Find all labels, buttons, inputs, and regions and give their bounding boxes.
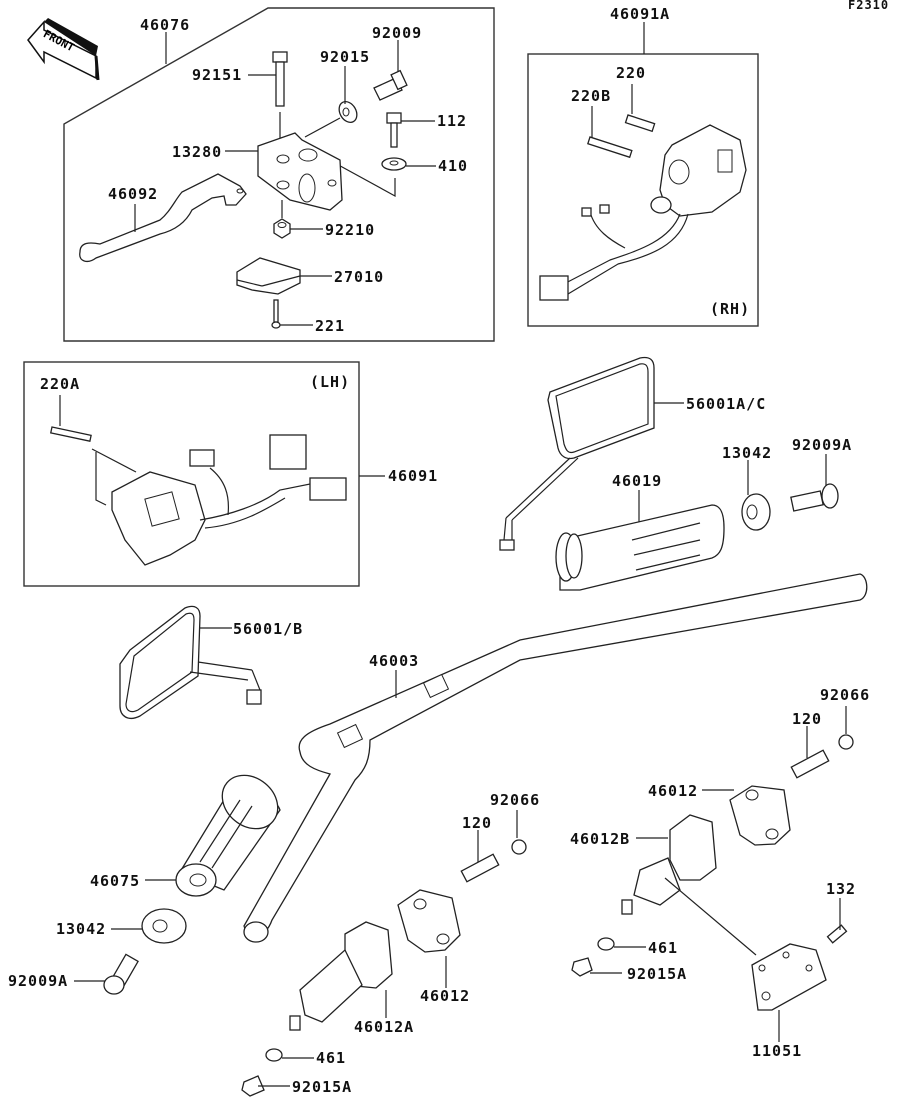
adjuster-92009 [373,69,408,101]
screw-92009a-left [103,953,139,995]
label-92009: 92009 [372,24,422,42]
label-461-left: 461 [316,1049,346,1067]
label-56001ac: 56001A/C [686,395,766,413]
screw-92009a-right [790,483,839,512]
riser-right [571,734,854,977]
label-46012a: 46012A [354,1018,414,1036]
label-46091: 46091 [388,467,438,485]
label-46019: 46019 [612,472,662,490]
nut-92015 [338,101,358,123]
label-92210: 92210 [325,221,375,239]
label-46076: 46076 [140,16,190,34]
label-120-right: 120 [792,710,822,728]
label-221: 221 [315,317,345,335]
mirror-56001ac [499,356,655,551]
bolt-112 [386,112,402,148]
nut-92210 [273,200,291,239]
label-46075: 46075 [90,872,140,890]
clutch-lever-46092 [79,173,247,263]
label-27010: 27010 [334,268,384,286]
label-46012-left: 46012 [420,987,470,1005]
clutch-lever-group-frame [63,7,495,342]
bar-end-weight-13042-left [141,908,187,944]
figure-code: F2310 [848,0,889,12]
label-92009a-right: 92009A [792,436,852,454]
handlebar-46003 [243,573,868,943]
label-11051: 11051 [752,1042,802,1060]
label-46003: 46003 [369,652,419,670]
label-13042-right: 13042 [722,444,772,462]
label-220: 220 [616,64,646,82]
rh-switch-housing [539,114,747,301]
bracket-11051 [664,877,848,1011]
throttle-grip-46019 [555,504,725,591]
label-13280: 13280 [172,143,222,161]
label-46012-right: 46012 [648,782,698,800]
lh-switch-group-frame [23,361,360,587]
riser-left [241,839,527,1097]
label-46092: 46092 [108,185,158,203]
label-92015a-right: 92015A [627,965,687,983]
label-46091A: 46091A [610,5,670,23]
rh-switch-group-frame [527,53,759,327]
label-220B: 220B [571,87,611,105]
rh-side-label: (RH) [710,300,750,318]
label-461-right: 461 [648,939,678,957]
label-220A: 220A [40,375,80,393]
clutch-holder-13280 [257,132,343,211]
label-120-left: 120 [462,814,492,832]
label-92066-left: 92066 [490,791,540,809]
label-112: 112 [437,112,467,130]
washer-410 [381,157,407,171]
label-13042-left: 13042 [56,920,106,938]
label-92151: 92151 [192,66,242,84]
label-132: 132 [826,880,856,898]
lh-switch-housing [49,426,347,566]
label-410: 410 [438,157,468,175]
bar-end-weight-13042-right [741,493,771,531]
label-92066-right: 92066 [820,686,870,704]
clutch-switch-27010 [236,257,301,295]
label-92009a-left: 92009A [8,972,68,990]
mirror-56001b [119,605,262,720]
label-46012b: 46012B [570,830,630,848]
label-92015: 92015 [320,48,370,66]
grip-46075 [175,774,281,897]
label-92015a-left: 92015A [292,1078,352,1096]
front-arrow-icon: FRONT [27,18,100,81]
screw-221 [271,299,281,329]
label-56001b: 56001/B [233,620,303,638]
lh-side-label: (LH) [310,373,350,391]
